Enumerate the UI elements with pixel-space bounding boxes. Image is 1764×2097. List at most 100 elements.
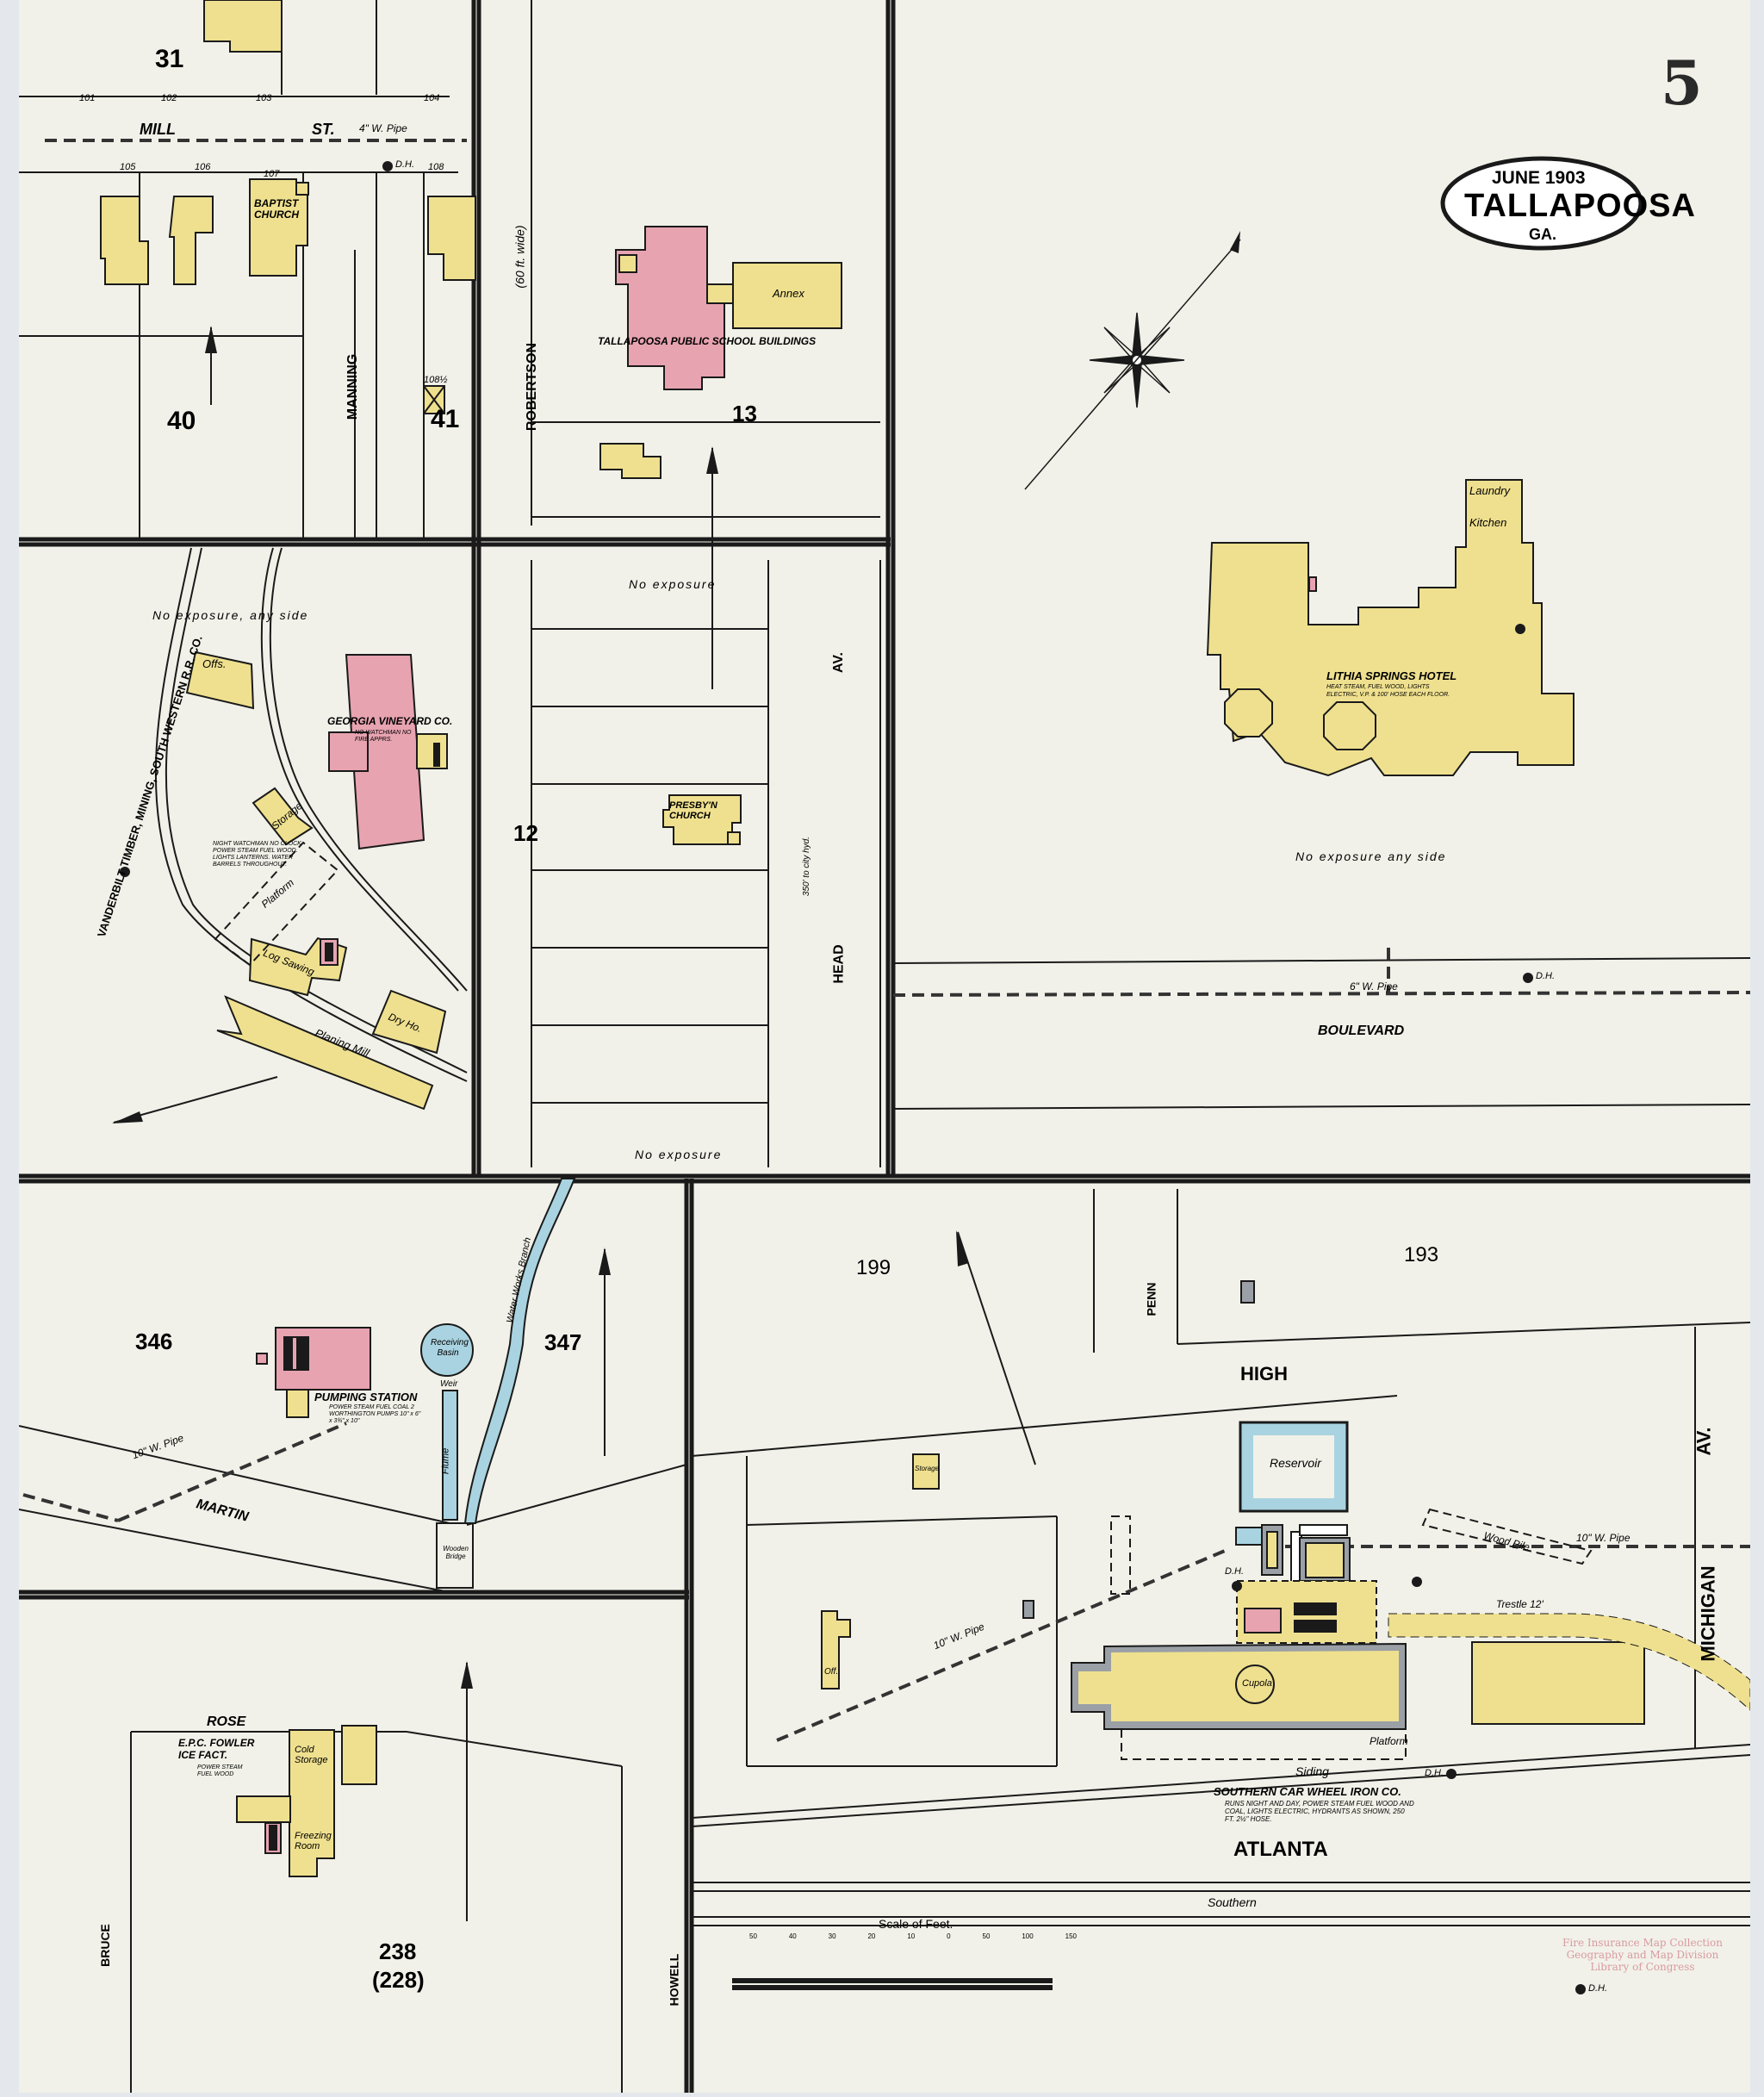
- block-number: 199: [856, 1256, 891, 1279]
- exposure-note: No exposure, any side: [152, 608, 309, 622]
- lot-number: 108: [428, 162, 444, 172]
- label-cupola: Cupola: [1242, 1678, 1272, 1689]
- label-storage-g: Storage: [915, 1465, 940, 1472]
- lot-number: 104: [424, 93, 440, 103]
- dh-label: D.H.: [395, 159, 414, 170]
- exposure-note: No exposure any side: [1295, 849, 1447, 863]
- block-number: 12: [513, 820, 538, 846]
- scale-title: Scale of Feet.: [879, 1917, 953, 1931]
- cartouche-date: JUNE 1903: [1492, 168, 1586, 188]
- street-mill: MILL: [140, 121, 176, 138]
- label-watchman: NIGHT WATCHMAN NO CLOCK. POWER STEAM FUE…: [213, 841, 303, 868]
- street-michigan: MICHIGAN: [1697, 1565, 1719, 1662]
- label-weir: Weir: [440, 1379, 458, 1389]
- street-high: HIGH: [1240, 1363, 1288, 1385]
- building-southern-car-wheel[interactable]: [1022, 1421, 1751, 1760]
- block-number: 346: [135, 1329, 173, 1354]
- block-frames: [19, 0, 1750, 2093]
- dwelling[interactable]: [599, 443, 662, 479]
- building-public-school[interactable]: [615, 226, 842, 390]
- scale-ticks: 50 40 30 20 10 0 50 100 150: [749, 1932, 1077, 1940]
- street-robertson-width: (60 ft. wide): [512, 225, 527, 289]
- hydrant-markers: [382, 161, 1586, 1994]
- scale-bar: [732, 1978, 1053, 1990]
- block-number: 193: [1404, 1243, 1439, 1266]
- building-planing-mill[interactable]: [216, 995, 434, 1111]
- block-number: 238: [379, 1938, 417, 1964]
- dwelling[interactable]: [100, 196, 149, 285]
- scale-tick: 30: [828, 1932, 836, 1940]
- label-school-annex: Annex: [773, 287, 804, 300]
- label-office: Off.: [824, 1667, 839, 1677]
- building-storage[interactable]: [252, 787, 314, 846]
- label-laundry: Laundry: [1469, 484, 1510, 497]
- label-vineyard-note: NO WATCHMAN NO FIRE APPRS.: [355, 730, 412, 743]
- label-baptist-church: BAPTIST CHURCH: [254, 197, 299, 221]
- wood-pile: [1110, 1515, 1131, 1595]
- street-head-av: AV.: [831, 651, 847, 674]
- dh-label: D.H.: [1536, 971, 1555, 981]
- scale-tick: 10: [907, 1932, 916, 1940]
- lot-number: 108½: [424, 375, 448, 385]
- dwelling[interactable]: [203, 0, 283, 53]
- label-foundry-note: RUNS NIGHT AND DAY, POWER STEAM FUEL WOO…: [1225, 1800, 1414, 1823]
- library-stamp: Fire Insurance Map Collection Geography …: [1556, 1937, 1729, 1973]
- building-pumping-station[interactable]: [256, 1327, 371, 1418]
- street-st: ST.: [312, 121, 335, 138]
- hydrant-distance: 350' to city hyd.: [802, 836, 812, 897]
- building-ice-factory[interactable]: [236, 1725, 377, 1877]
- dwelling[interactable]: [427, 196, 476, 281]
- water-pipes: [22, 139, 1751, 1742]
- scale-tick: 0: [947, 1932, 951, 1940]
- scale-tick: 150: [1065, 1932, 1077, 1940]
- dh-label: D.H.: [1425, 1768, 1444, 1778]
- label-hotel: LITHIA SPRINGS HOTEL: [1326, 669, 1457, 682]
- building-dry-house[interactable]: [371, 989, 447, 1055]
- cartouche-state: GA.: [1529, 226, 1557, 243]
- pipe-label: 4" W. Pipe: [359, 122, 407, 134]
- lot-number: 105: [120, 162, 136, 172]
- street-rose: ROSE: [207, 1714, 246, 1729]
- street-penn: PENN: [1144, 1282, 1158, 1316]
- flume[interactable]: [442, 1390, 458, 1521]
- block-number: 40: [167, 407, 196, 435]
- street-southern-rr: Southern: [1208, 1895, 1257, 1909]
- building-georgia-vineyard[interactable]: [328, 654, 448, 850]
- label-hotel-note: HEAT STEAM, FUEL WOOD, LIGHTS ELECTRIC, …: [1326, 684, 1450, 698]
- label-ice-note: POWER STEAM FUEL WOOD: [197, 1764, 243, 1777]
- stamp-line: Library of Congress: [1590, 1961, 1695, 1973]
- receiving-basin[interactable]: [420, 1323, 474, 1377]
- building-presbyterian-church[interactable]: [662, 794, 742, 845]
- exposure-note: No exposure: [629, 577, 717, 591]
- street-head: HEAD: [831, 944, 847, 984]
- building-oil-house[interactable]: [1240, 1280, 1255, 1304]
- lot-number: 102: [161, 93, 177, 103]
- lot-number: 103: [256, 93, 272, 103]
- label-reservoir: Reservoir: [1270, 1456, 1321, 1470]
- north-arrow-icon: [112, 326, 1036, 1921]
- building-office-a[interactable]: [821, 1610, 851, 1689]
- label-bridge: Wooden Bridge: [443, 1545, 469, 1560]
- label-pumping-note: POWER STEAM FUEL COAL 2 WORTHINGTON PUMP…: [329, 1404, 421, 1424]
- water-works-branch: [463, 1178, 576, 1524]
- block-number: 347: [544, 1329, 582, 1355]
- street-lines: [18, 0, 1751, 2093]
- street-robertson: ROBERTSON: [525, 342, 540, 432]
- label-trestle: Trestle 12': [1496, 1598, 1544, 1610]
- label-ice-factory: E.P.C. FOWLER ICE FACT.: [178, 1737, 255, 1761]
- scale-tick: 40: [788, 1932, 797, 1940]
- label-presby-church: PRESBY'N CHURCH: [669, 800, 717, 821]
- label-freezing-room: Freezing Room: [295, 1831, 332, 1851]
- pipe-label: 6" W. Pipe: [1350, 980, 1398, 992]
- scale-tick: 50: [749, 1932, 757, 1940]
- building-storage-g[interactable]: [912, 1453, 940, 1490]
- dh-label: D.H.: [1588, 1983, 1607, 1994]
- dwelling[interactable]: [168, 196, 214, 285]
- building-lithia-springs-hotel[interactable]: [1206, 479, 1575, 777]
- street-atlanta: ATLANTA: [1233, 1838, 1328, 1861]
- building-baptist-church[interactable]: [249, 178, 309, 277]
- sheet-number: 5: [1661, 47, 1703, 119]
- street-siding: Siding: [1295, 1764, 1329, 1778]
- map-sheet: 5 JUNE 1903 TALLAPOOSA GA. 31 40 41 13 1…: [18, 0, 1751, 2093]
- building-offices[interactable]: [185, 650, 255, 710]
